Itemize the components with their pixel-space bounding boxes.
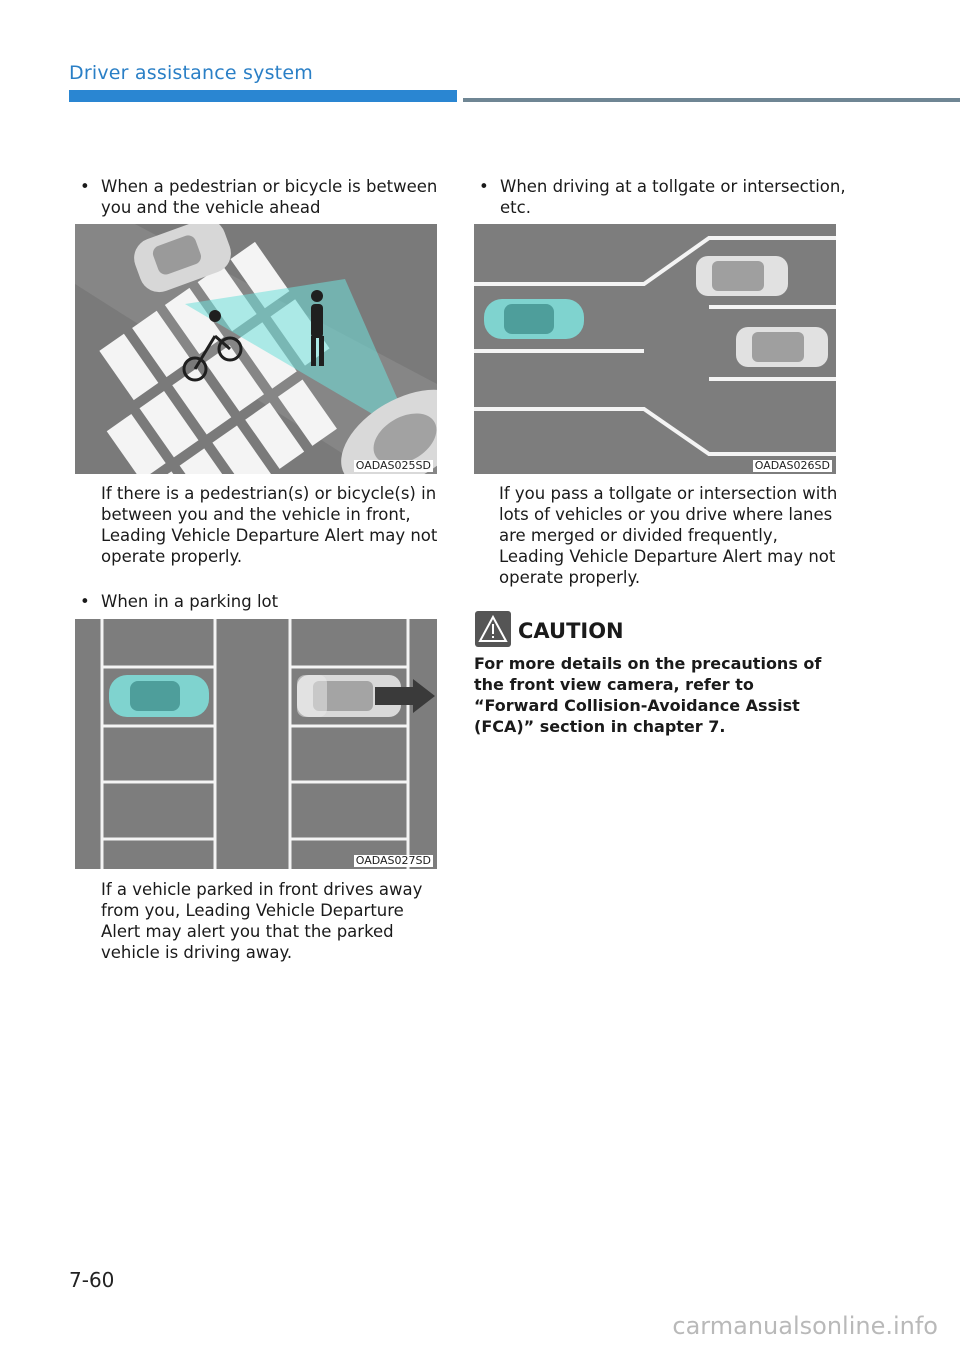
pedestrian-crossing-illustration bbox=[75, 224, 437, 474]
vehicle-ahead bbox=[736, 327, 828, 367]
section-title: Driver assistance system bbox=[69, 62, 313, 84]
caution-title: CAUTION bbox=[518, 619, 624, 643]
tollgate-illustration bbox=[474, 224, 836, 474]
caution-text: For more details on the precautions of t… bbox=[474, 654, 822, 736]
vehicle-ahead bbox=[696, 256, 788, 296]
figure-tollgate: OADAS026SD bbox=[474, 224, 836, 474]
figure-pedestrian-crossing: OADAS025SD bbox=[75, 224, 437, 474]
departing-vehicle bbox=[297, 675, 401, 717]
bullet-pedestrian: • When a pedestrian or bicycle is betwee… bbox=[75, 176, 461, 218]
cyclist bbox=[182, 334, 243, 382]
bullet-dot: • bbox=[80, 177, 90, 196]
tollgate-description: If you pass a tollgate or intersection w… bbox=[499, 484, 838, 587]
bullet-tollgate-text: When driving at a tollgate or intersecti… bbox=[500, 177, 846, 217]
own-car bbox=[484, 299, 584, 339]
bullet-tollgate: • When driving at a tollgate or intersec… bbox=[474, 176, 860, 218]
bullet-dot: • bbox=[479, 177, 489, 196]
figure-code-label: OADAS025SD bbox=[353, 459, 433, 472]
own-car bbox=[109, 675, 209, 717]
bullet-parking-lot-text: When in a parking lot bbox=[101, 592, 279, 611]
figure-code-label: OADAS027SD bbox=[353, 854, 433, 867]
caution-icon bbox=[475, 611, 511, 647]
figure-parking-lot: OADAS027SD bbox=[75, 619, 437, 869]
bullet-dot: • bbox=[80, 592, 90, 611]
pedestrian bbox=[311, 290, 324, 366]
bullet-pedestrian-text: When a pedestrian or bicycle is between … bbox=[101, 177, 438, 217]
header-divider-bar bbox=[463, 98, 960, 102]
parking-lot-description: If a vehicle parked in front drives away… bbox=[101, 880, 423, 962]
bullet-parking-lot: • When in a parking lot bbox=[75, 591, 461, 612]
parking-lot-illustration bbox=[75, 619, 437, 869]
page-number: 7-60 bbox=[69, 1268, 115, 1292]
pedestrian-description: If there is a pedestrian(s) or bicycle(s… bbox=[101, 484, 438, 566]
watermark: carmanualsonline.info bbox=[672, 1312, 938, 1340]
header-accent-bar bbox=[69, 90, 457, 102]
lead-car bbox=[134, 224, 231, 293]
figure-code-label: OADAS026SD bbox=[752, 459, 832, 472]
arrow-right-icon bbox=[375, 679, 435, 713]
